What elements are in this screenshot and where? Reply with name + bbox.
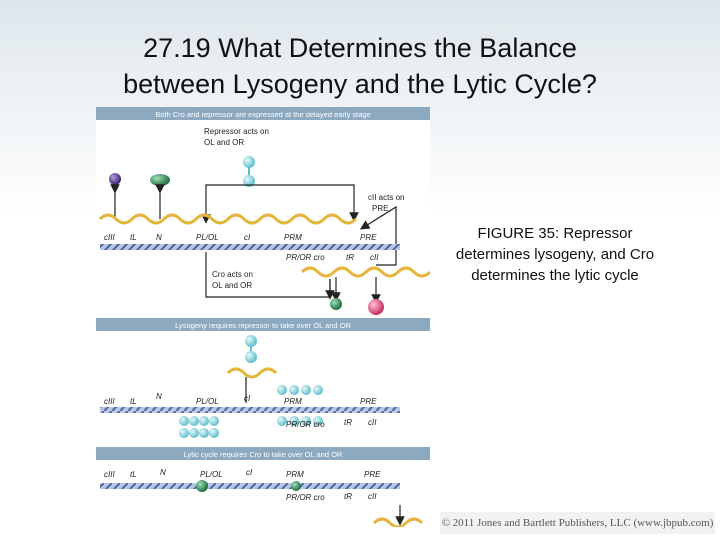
banner-2-text: Lysogeny requires repressor to take over… <box>175 321 351 330</box>
title-line-1: 27.19 What Determines the Balance <box>143 33 577 63</box>
gene-cIII: cIII <box>104 470 115 479</box>
banner-3 <box>96 447 430 460</box>
gene-cI: cI <box>244 394 251 403</box>
repressor-protein <box>243 156 255 168</box>
repressor-acts-label: Repressor acts on <box>204 127 269 136</box>
title-line-2: between Lysogeny and the Lytic Cycle? <box>123 69 597 99</box>
dna-strand <box>100 407 400 413</box>
repressor-bound-ol <box>179 416 219 438</box>
gene-tR: tR <box>346 253 354 262</box>
cii-acts-target: PRE <box>372 204 388 213</box>
gene-PLOL: PL/OL <box>200 470 223 479</box>
repressor-protein <box>245 335 257 347</box>
repressor-bound-or <box>277 385 323 426</box>
gene-tL: tL <box>130 233 137 242</box>
cii-protein <box>368 299 384 315</box>
gene-tR: tR <box>344 492 352 501</box>
gene-PLOL: PL/OL <box>196 233 219 242</box>
gene-PRE: PRE <box>360 397 377 406</box>
gene-PRM: PRM <box>284 233 302 242</box>
cro-protein <box>330 298 342 310</box>
gene-PROR-cro: PR/OR cro <box>286 420 325 429</box>
cro-acts-label: Cro acts on <box>212 270 253 279</box>
gene-cII: cII <box>368 492 377 501</box>
gene-tR: tR <box>344 418 352 427</box>
repressor-protein <box>243 175 255 187</box>
gene-tL: tL <box>130 397 137 406</box>
cro-protein-pair <box>150 174 170 186</box>
gene-N: N <box>156 233 162 242</box>
gene-tL: tL <box>130 470 137 479</box>
copyright-notice: © 2011 Jones and Bartlett Publishers, LL… <box>440 512 715 534</box>
lambda-regulation-figure: Both Cro and repressor are expressed at … <box>96 107 432 529</box>
gene-PRE: PRE <box>364 470 381 479</box>
repressor-protein <box>245 351 257 363</box>
gene-cIII: cIII <box>104 397 115 406</box>
dna-strand <box>100 483 400 489</box>
gene-cI: cI <box>244 233 251 242</box>
gene-PROR-cro: PR/OR cro <box>286 493 325 502</box>
mrna-rightward <box>300 266 432 278</box>
gene-PRE: PRE <box>360 233 377 242</box>
banner-1-text: Both Cro and repressor are expressed at … <box>155 110 371 119</box>
banner-3-text: Lytic cycle requires Cro to take over OL… <box>184 450 343 459</box>
banner-1 <box>96 107 430 120</box>
cro-bound-ol <box>196 480 208 492</box>
gene-PRM: PRM <box>286 470 304 479</box>
mrna-leftward <box>98 213 358 225</box>
gene-PROR-cro: PR/OR cro <box>286 253 325 262</box>
gene-N: N <box>160 468 166 477</box>
gene-PRM: PRM <box>284 397 302 406</box>
cro-acts-targets: OL and OR <box>212 281 252 290</box>
figure-caption: FIGURE 35: Repressor determines lysogeny… <box>455 225 655 284</box>
cro-bound-or <box>291 481 301 491</box>
repressor-acts-targets: OL and OR <box>204 138 244 147</box>
gene-PLOL: PL/OL <box>196 397 219 406</box>
mrna-lytic <box>372 517 424 529</box>
gene-cII: cII <box>368 418 377 427</box>
gene-cII: cII <box>370 253 379 262</box>
mrna-cI <box>226 367 278 379</box>
banner-2 <box>96 318 430 331</box>
gene-cI: cI <box>246 468 253 477</box>
gene-cIII: cIII <box>104 233 115 242</box>
cii-acts-label: cII acts on <box>368 193 404 202</box>
dna-strand <box>100 244 400 250</box>
gene-N: N <box>156 392 162 401</box>
slide-title: 27.19 What Determines the Balance betwee… <box>0 30 720 102</box>
n-protein <box>109 173 121 185</box>
